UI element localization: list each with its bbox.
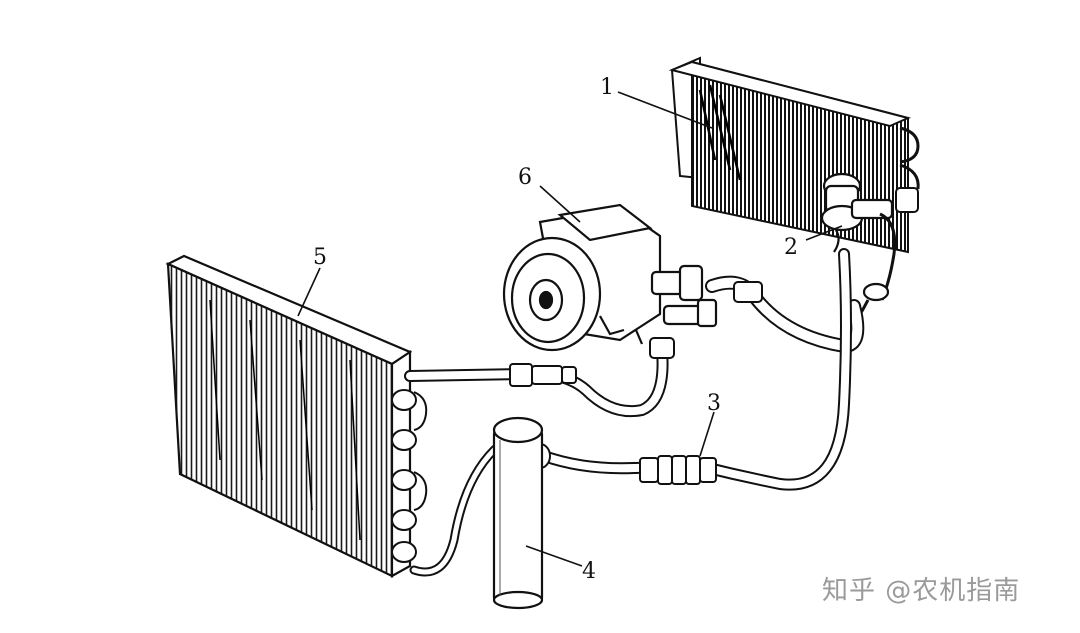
receiver-drier bbox=[492, 416, 544, 610]
callout-label-4: 4 bbox=[582, 559, 596, 584]
compressor bbox=[502, 203, 718, 352]
leader-lines bbox=[297, 91, 843, 567]
expansion-valve bbox=[820, 172, 897, 341]
callout-label-5: 5 bbox=[313, 245, 327, 270]
callout-label-2: 2 bbox=[784, 235, 798, 260]
watermark-text: 知乎 @农机指南 bbox=[822, 576, 1021, 606]
callout-label-1: 1 bbox=[600, 75, 614, 100]
condenser bbox=[165, 254, 428, 578]
callout-label-6: 6 bbox=[518, 165, 532, 190]
evaporator bbox=[668, 56, 920, 254]
callout-label-3: 3 bbox=[707, 391, 721, 416]
